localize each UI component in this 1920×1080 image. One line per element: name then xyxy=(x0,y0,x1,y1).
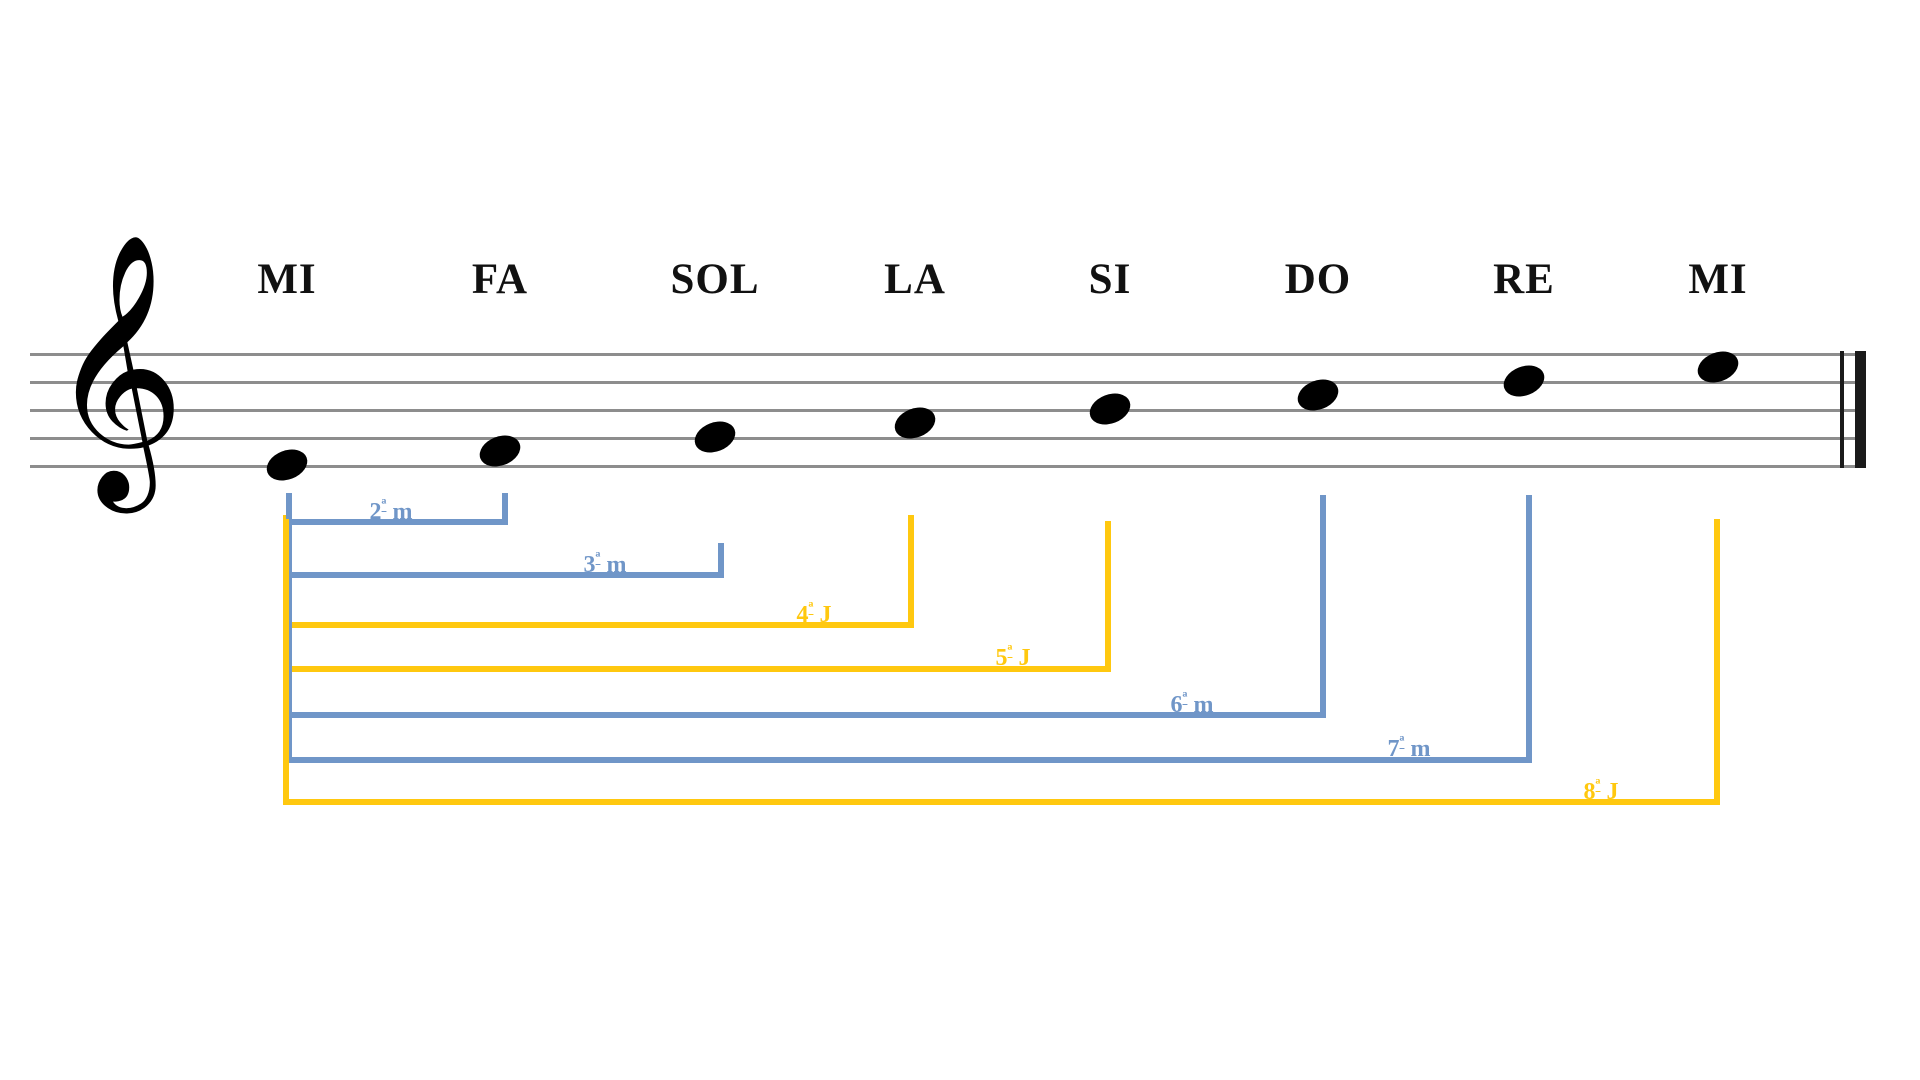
note-name-label: MI xyxy=(1688,256,1748,303)
bracket-left-stem xyxy=(283,519,289,805)
notehead xyxy=(690,415,740,459)
staff-line-5 xyxy=(30,465,1862,468)
note-name-label: SI xyxy=(1088,256,1132,303)
notehead xyxy=(1499,359,1549,403)
note-name-label: RE xyxy=(1493,256,1555,303)
bracket-right-stem xyxy=(502,493,508,525)
bracket-left-stem xyxy=(286,495,292,763)
notehead xyxy=(262,443,312,487)
bracket-right-stem xyxy=(718,543,724,578)
bracket-bottom-bar xyxy=(283,622,914,628)
bracket-bottom-bar xyxy=(286,712,1326,718)
bracket-right-stem xyxy=(1320,495,1326,718)
interval-label: 3ª m xyxy=(583,548,627,578)
bracket-bottom-bar xyxy=(283,666,1111,672)
note-name-label: SOL xyxy=(670,256,760,303)
bracket-bottom-bar xyxy=(286,519,508,525)
barline-thick xyxy=(1855,351,1866,468)
interval-label: 5ª J xyxy=(995,641,1031,671)
staff-line-1 xyxy=(30,353,1862,356)
note-name-label: FA xyxy=(471,256,529,303)
staff-line-2 xyxy=(30,381,1862,384)
interval-label: 4ª J xyxy=(796,598,832,628)
interval-label: 7ª m xyxy=(1387,732,1431,762)
staff-line-3 xyxy=(30,409,1862,412)
bracket-bottom-bar xyxy=(286,572,724,578)
barline-thin xyxy=(1840,351,1844,468)
note-name-label: DO xyxy=(1284,256,1352,303)
bracket-right-stem xyxy=(1714,519,1720,805)
interval-label: 8ª J xyxy=(1583,775,1619,805)
bracket-right-stem xyxy=(1526,495,1532,763)
bracket-right-stem xyxy=(1105,521,1111,672)
interval-label: 2ª m xyxy=(369,495,413,525)
note-name-label: MI xyxy=(257,256,317,303)
interval-label: 6ª m xyxy=(1170,688,1214,718)
bracket-bottom-bar xyxy=(286,757,1532,763)
staff-line-4 xyxy=(30,437,1862,440)
treble-clef-icon: 𝄞 xyxy=(48,231,186,501)
bracket-bottom-bar xyxy=(283,799,1720,805)
notehead xyxy=(1085,387,1135,431)
note-name-label: LA xyxy=(884,256,946,303)
bracket-right-stem xyxy=(908,515,914,628)
